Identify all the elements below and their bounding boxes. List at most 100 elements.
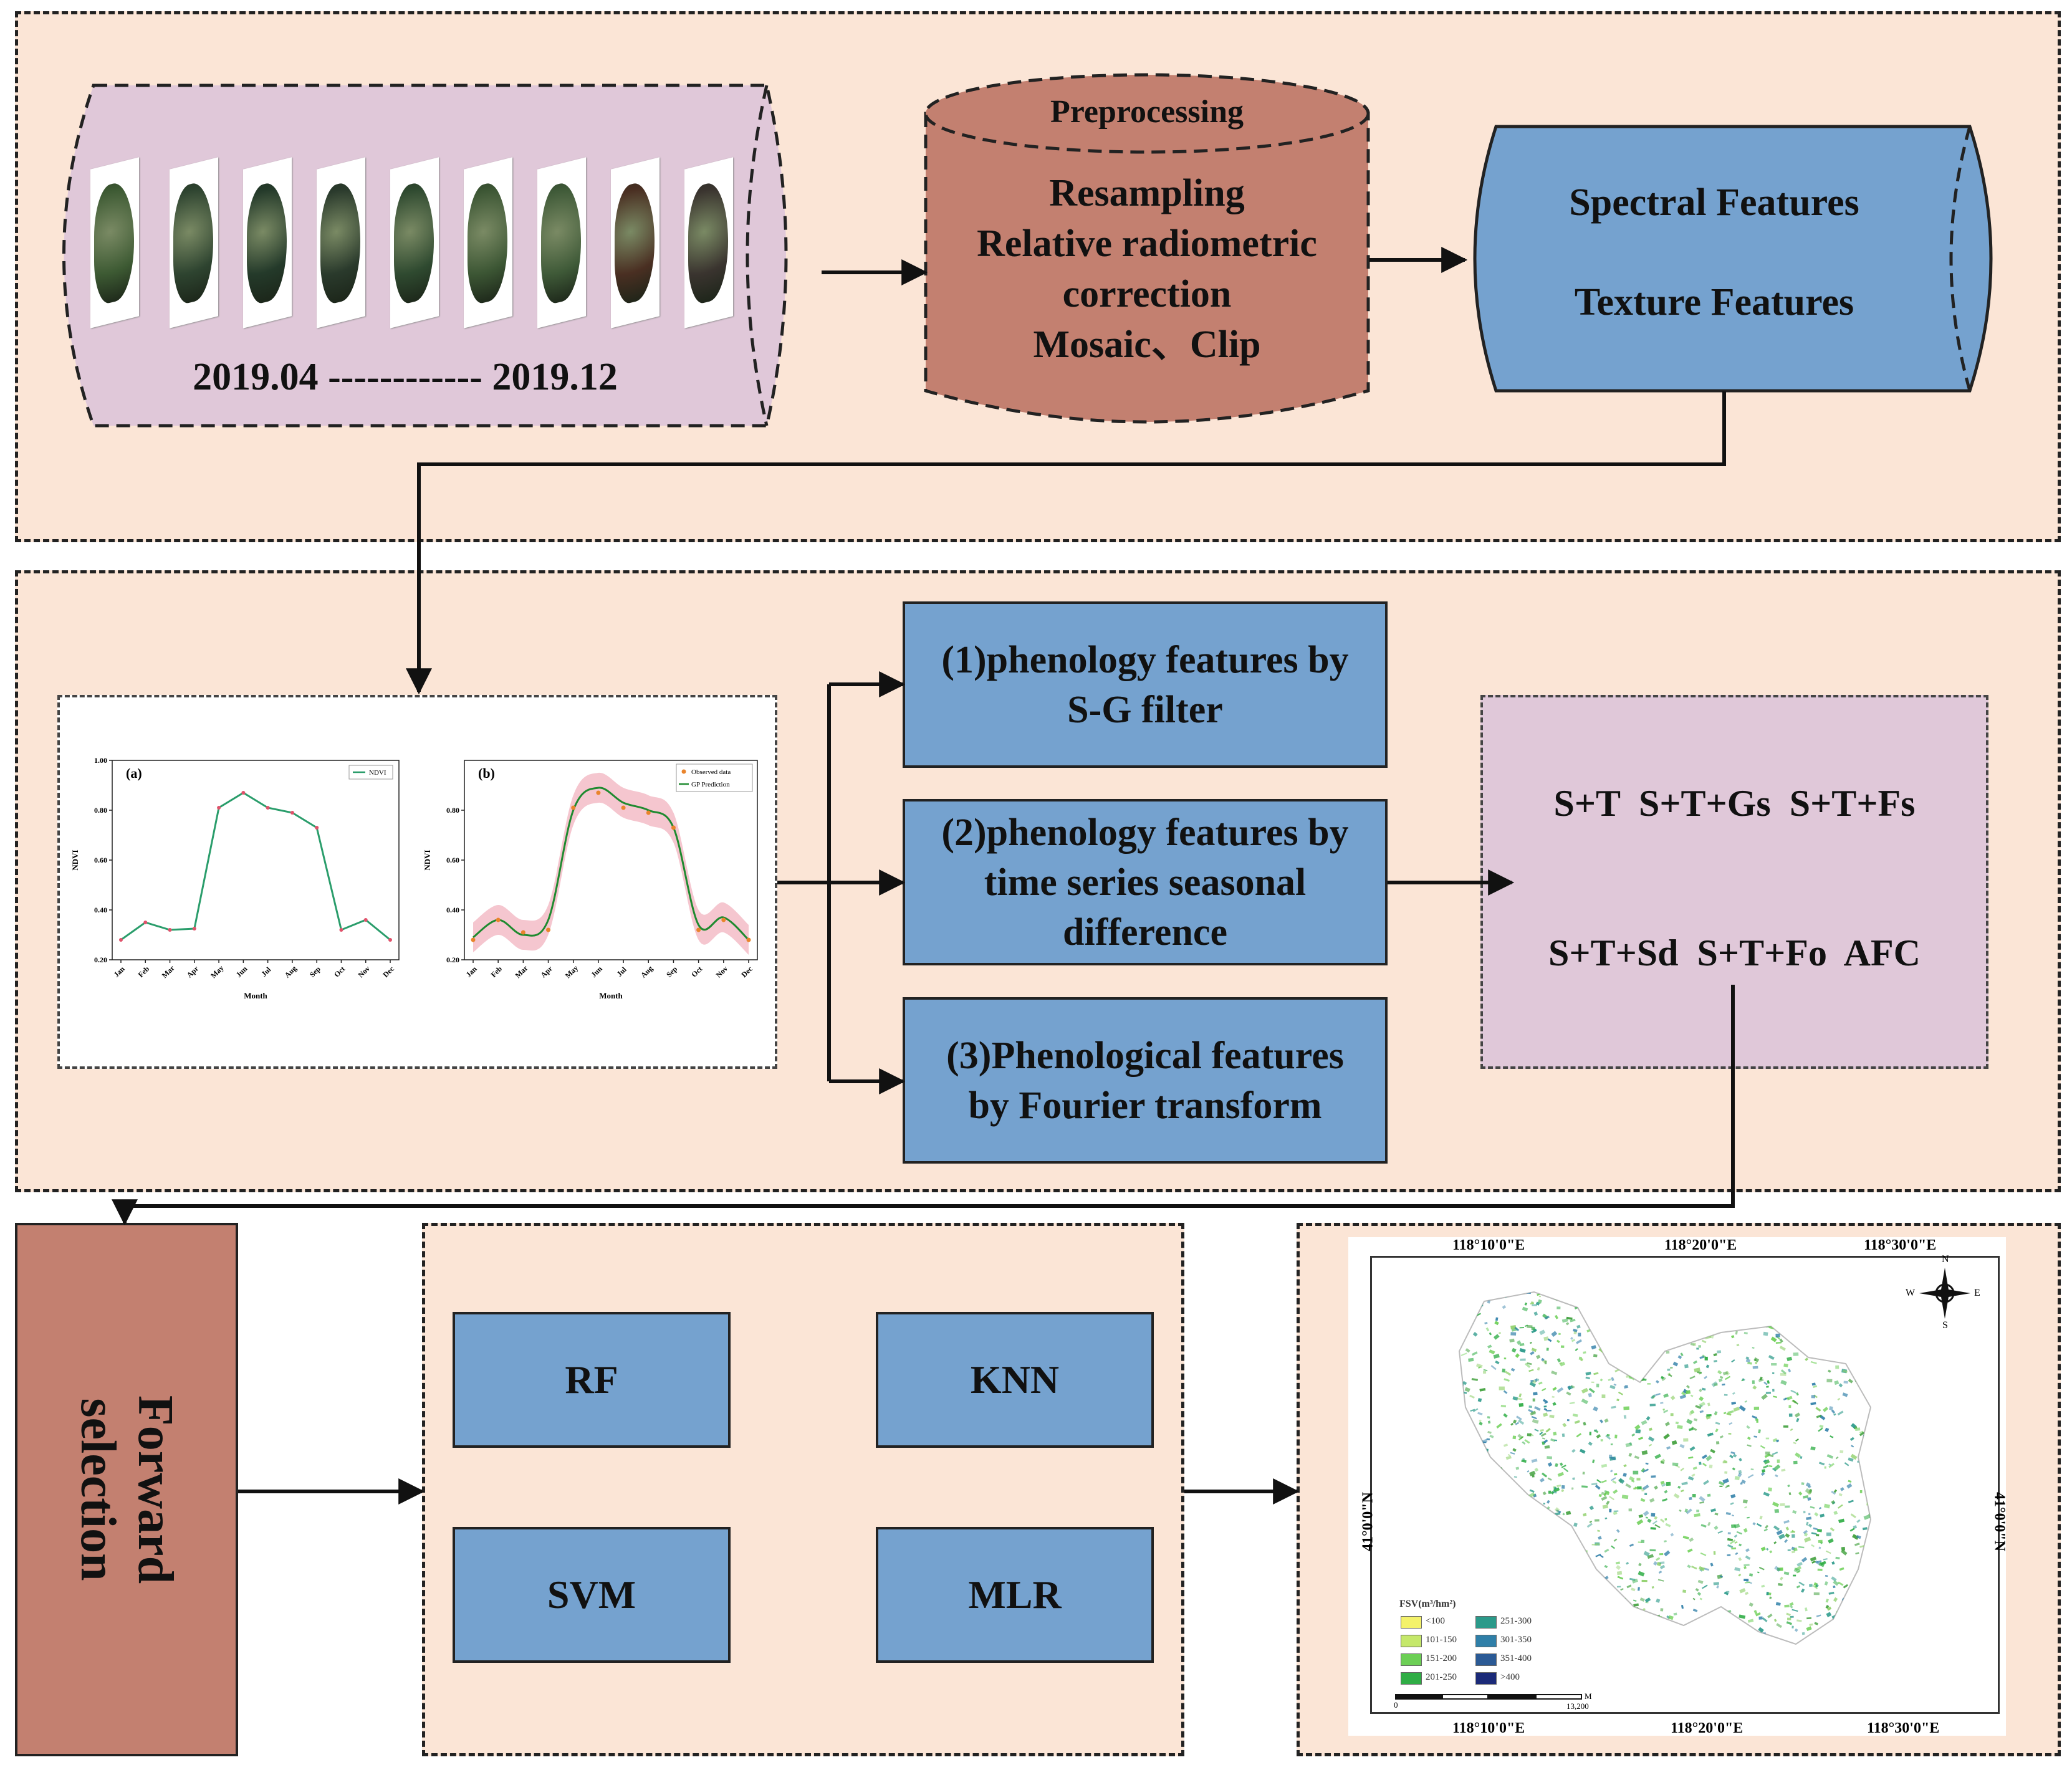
legend-swatch: [1475, 1635, 1497, 1647]
arrow-features-to-ndvi: [406, 391, 1726, 695]
legend-label: <100: [1426, 1616, 1445, 1626]
chart-panel-label: (b): [478, 765, 495, 781]
compass-n: N: [1942, 1254, 1949, 1265]
series-line-gp-prediction: [472, 787, 750, 941]
map-legend: FSV(m³/hm²) <100 251-300 101-150 301-350 151…: [1393, 1599, 1549, 1705]
y-tick-label: 0.80: [94, 806, 107, 815]
data-point: [192, 927, 196, 931]
legend-swatch: [1475, 1653, 1497, 1666]
compass-icon: [1919, 1268, 1970, 1319]
model-svm: SVM: [453, 1527, 731, 1663]
texture-features-label: Texture Features: [1574, 281, 1854, 323]
scale-bar: 0 13,200 M: [1394, 1691, 1592, 1713]
data-point: [119, 938, 123, 942]
arrow-combos-to-selection: [112, 985, 1735, 1226]
model-mlr: MLR: [876, 1527, 1154, 1663]
spectral-features-label: Spectral Features: [1569, 181, 1859, 224]
step-mosaic-clip: Mosaic、Clip: [1033, 323, 1261, 366]
observed-point: [496, 917, 501, 922]
map-frame: [1370, 1256, 2000, 1714]
legend-label: 251-300: [1500, 1616, 1532, 1626]
observed-point: [696, 927, 701, 932]
y-tick-label: 0.20: [446, 955, 459, 964]
observed-point: [646, 810, 651, 815]
legend-swatch: [1475, 1616, 1497, 1629]
map-bottom-tick-2: 118°20'0"E: [1671, 1720, 1743, 1736]
fsv-map: [1458, 1291, 1872, 1645]
legend-swatch: [1401, 1672, 1422, 1685]
forward-selection-box: Forward selection: [15, 1223, 238, 1756]
y-tick-label: 0.80: [446, 806, 459, 815]
y-axis-label: NDVI: [70, 849, 80, 870]
y-tick-label: 0.40: [94, 906, 107, 914]
map-top-tick-3: 118°30'0"E: [1864, 1237, 1937, 1253]
legend-label: 351-400: [1500, 1653, 1532, 1663]
scale-unit: M: [1585, 1691, 1592, 1701]
legend-label: 201-250: [1426, 1672, 1457, 1682]
legend-label: NDVI: [369, 769, 386, 777]
compass-s: S: [1942, 1320, 1948, 1331]
data-point: [217, 806, 221, 810]
legend-box: [348, 765, 393, 780]
map-bottom-tick-3: 118°30'0"E: [1867, 1720, 1940, 1736]
scale-bar-seg-3: [1489, 1694, 1535, 1700]
y-tick-label: 0.60: [446, 856, 459, 864]
data-point: [339, 928, 343, 932]
legend-label-observed: Observed data: [691, 768, 731, 776]
model-knn: KNN: [876, 1312, 1154, 1448]
scale-bar-seg-4: [1535, 1694, 1582, 1700]
compass-rose: N S E W: [1906, 1254, 1980, 1331]
compass-w: W: [1906, 1288, 1916, 1298]
date-range-label: 2019.04 ------------ 2019.12: [193, 356, 618, 398]
legend-swatch: [1401, 1653, 1422, 1666]
combos-row1: S+T S+T+Gs S+T+Fs: [1553, 783, 1916, 824]
legend-label: 151-200: [1426, 1653, 1457, 1663]
step-radiometric: Relative radiometric: [977, 222, 1317, 265]
data-point: [363, 918, 368, 922]
data-point: [315, 826, 319, 830]
method-seasonal-difference: (2)phenology features by time series sea…: [903, 799, 1388, 965]
observed-point: [621, 805, 626, 810]
y-tick-label: 0.20: [94, 955, 107, 964]
method-fourier-transform: (3)Phenological features by Fourier tran…: [903, 997, 1388, 1164]
map-bottom-tick-1: 118°10'0"E: [1452, 1720, 1525, 1736]
chart-panel-label: (a): [126, 765, 142, 781]
observed-point: [746, 937, 751, 942]
compass-e: E: [1974, 1288, 1980, 1298]
map-top-tick-1: 118°10'0"E: [1452, 1237, 1525, 1253]
legend-box: [676, 763, 753, 792]
observed-point: [546, 927, 551, 932]
observed-point: [596, 790, 601, 795]
legend-label: 101-150: [1426, 1635, 1457, 1645]
y-axis-label: NDVI: [423, 849, 432, 870]
scale-zero: 0: [1394, 1700, 1398, 1710]
y-tick-label: 0.40: [446, 906, 459, 914]
x-axis-label: Month: [244, 991, 267, 1000]
data-point: [388, 938, 392, 942]
combos-row2: S+T+Sd S+T+Fo AFC: [1548, 932, 1921, 974]
legend-label-prediction: GP Prediction: [691, 781, 730, 788]
observed-point: [671, 825, 676, 830]
observed-point: [471, 937, 476, 942]
data-point: [168, 928, 172, 932]
preprocessing-steps: Resampling Relative radiometric correcti…: [923, 168, 1371, 370]
series-line-ndvi: [120, 792, 391, 941]
features-drum: [1473, 125, 1993, 393]
step-resampling: Resampling: [1049, 172, 1245, 214]
data-point: [143, 921, 148, 924]
scale-bar-seg-2: [1442, 1694, 1489, 1700]
legend-swatch-observed: [681, 769, 686, 774]
legend-label: 301-350: [1500, 1635, 1532, 1645]
scale-max: 13,200: [1566, 1701, 1589, 1711]
step-correction: correction: [1062, 273, 1232, 315]
legend-title: FSV(m³/hm²): [1399, 1599, 1456, 1609]
y-tick-label: 1.00: [94, 756, 107, 765]
map-top-tick-2: 118°20'0"E: [1664, 1237, 1737, 1253]
preprocessing-title: Preprocessing: [1050, 94, 1244, 130]
observed-point: [571, 805, 576, 810]
model-rf: RF: [453, 1312, 731, 1448]
legend-swatch: [1401, 1635, 1422, 1647]
x-axis-label: Month: [599, 991, 623, 1000]
